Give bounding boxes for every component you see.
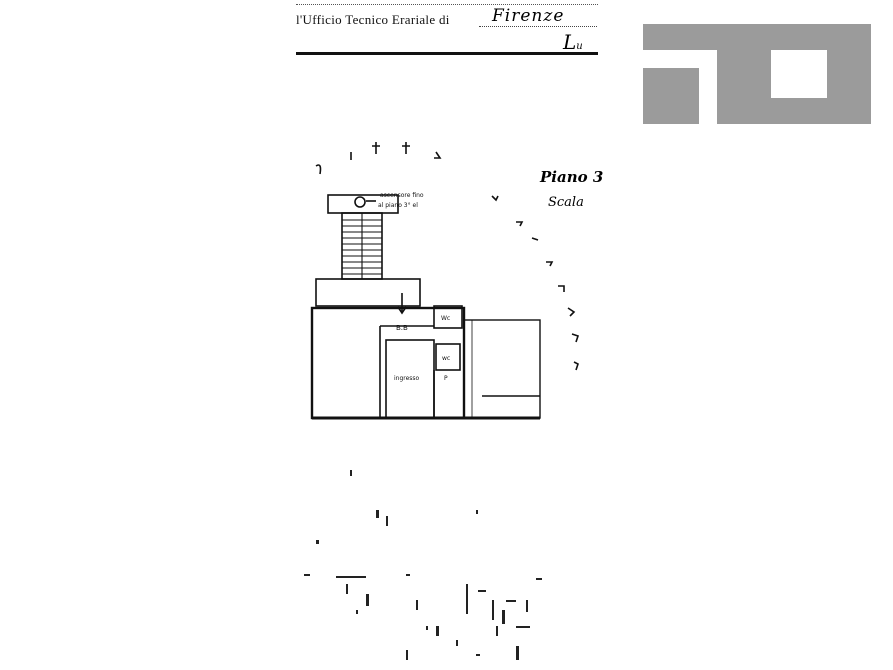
stair-note-line2: al piano 3° el: [378, 202, 418, 209]
apartment-outline: [310, 306, 466, 420]
corner-mark-small: u: [576, 41, 583, 52]
stair-landing: [315, 278, 421, 307]
office-dotted-line: [479, 26, 597, 27]
logo-shapes: [643, 24, 871, 124]
stair-treads: [342, 213, 382, 279]
brand-logo: [643, 24, 871, 124]
corner-mark-letter: L: [563, 30, 577, 54]
survey-marks: [315, 142, 580, 371]
terrace: [463, 319, 541, 419]
stair-note-line1: ascensore fino: [380, 192, 424, 199]
room-main-label: ingresso: [394, 375, 420, 382]
corner-handwritten-mark: Lu: [563, 30, 583, 54]
scale-label: Scala: [548, 195, 584, 210]
faded-scan-marks: [304, 470, 542, 660]
room-wc-label: Wc: [441, 315, 450, 322]
room-letter-label: P: [444, 375, 448, 382]
room-wc: [433, 305, 463, 329]
floor-plan: ascensore fino al piano 3° el B.B Wc wc …: [310, 142, 580, 420]
floor-label: Piano 3: [540, 168, 604, 186]
room-bath-label: B.B: [396, 324, 408, 332]
room-small: [435, 343, 461, 371]
header-dotted-rule: [296, 0, 598, 5]
header-rule: [296, 52, 598, 55]
office-label: l'Ufficio Tecnico Erariale di: [296, 12, 450, 27]
city-handwritten: Firenze: [492, 6, 565, 26]
room-small-label: wc: [442, 355, 450, 362]
